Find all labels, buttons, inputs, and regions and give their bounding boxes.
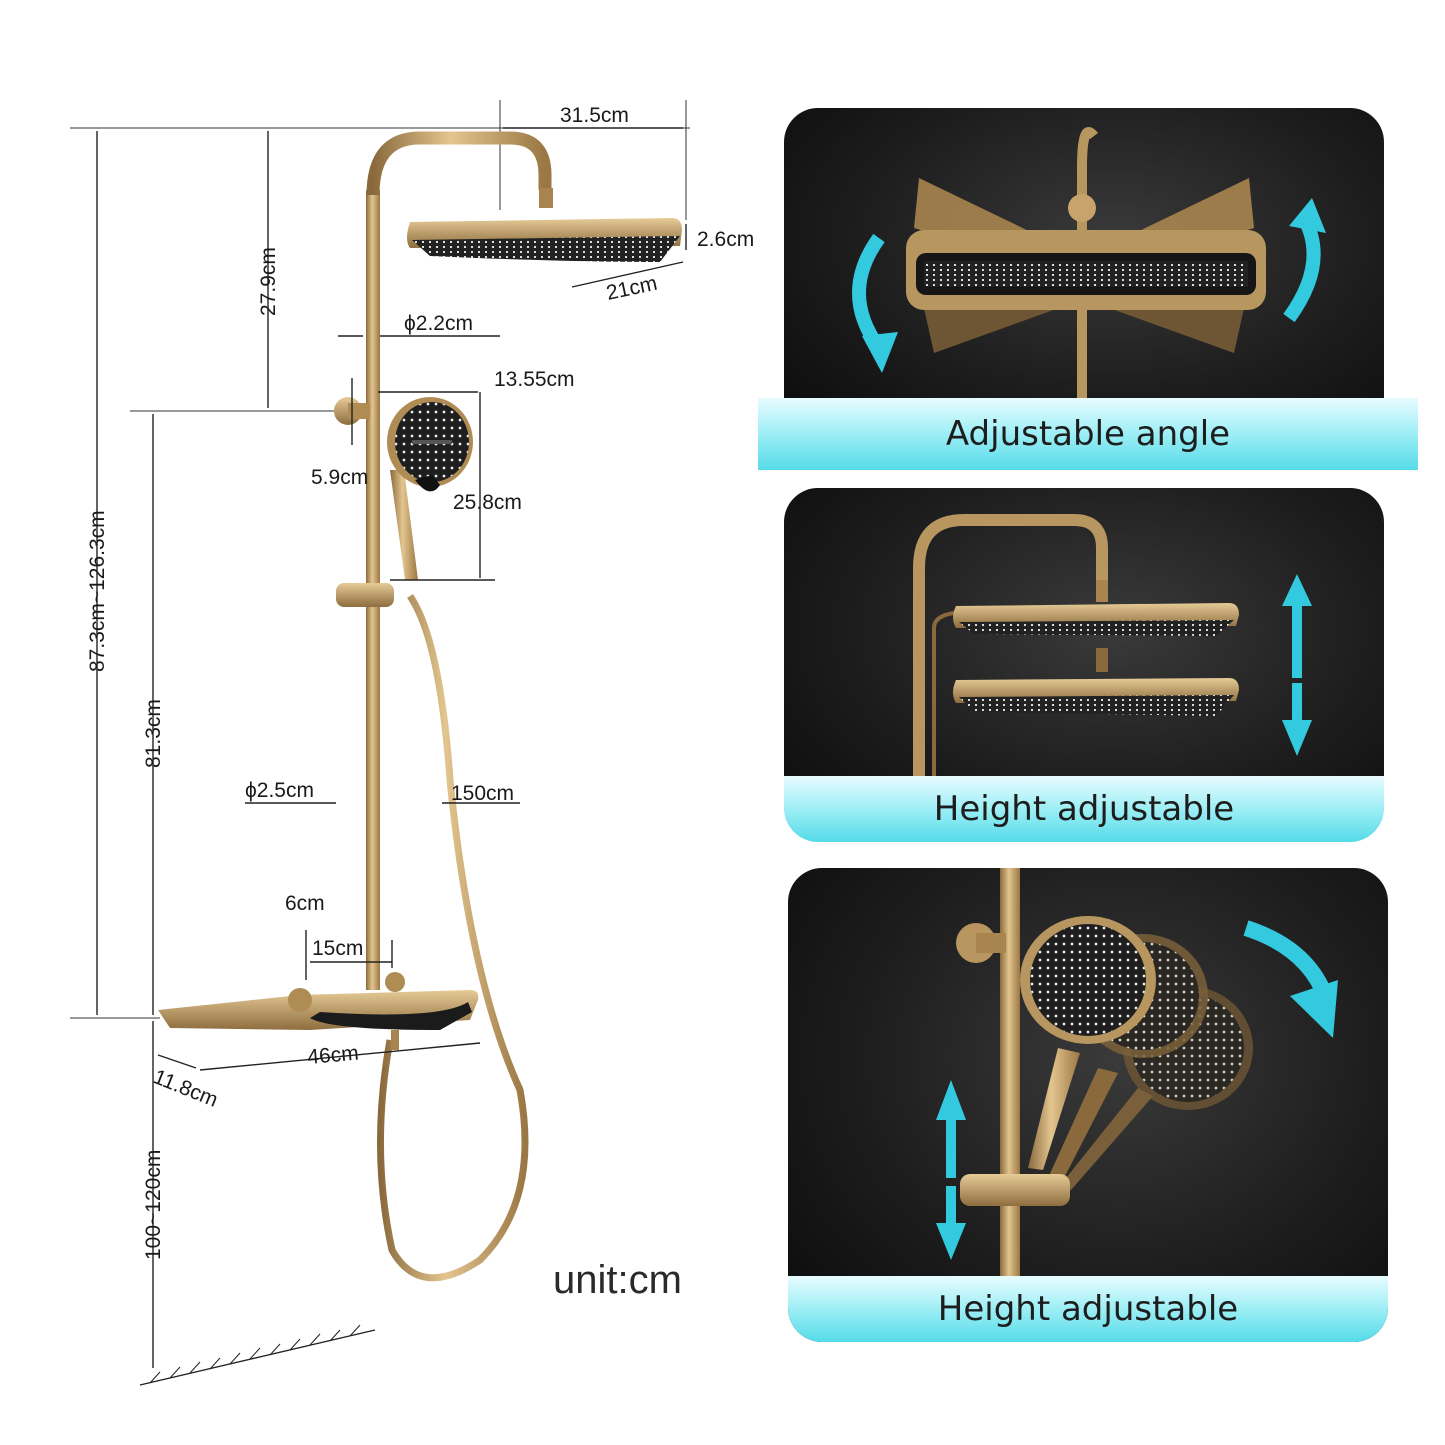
dim-inlet-spacing: 15cm bbox=[312, 937, 363, 960]
shower-system-drawing bbox=[158, 131, 682, 1282]
height-head-illustration bbox=[913, 514, 1312, 840]
feature-label-angle: Adjustable angle bbox=[945, 414, 1231, 454]
dim-slide-bar-height: 81.3cm bbox=[142, 699, 165, 768]
feature-label-height-head: Height adjustable bbox=[933, 789, 1235, 829]
dim-top-pipe-length: 27.9cm bbox=[257, 247, 280, 316]
feature-panel-height-hand bbox=[788, 868, 1388, 1342]
height-hand-illustration bbox=[936, 868, 1338, 1342]
feature-banner-height-head: Height adjustable bbox=[784, 776, 1384, 842]
unit-label: unit:cm bbox=[553, 1258, 682, 1302]
ground-hatch bbox=[149, 1324, 361, 1384]
dim-install-height: 100~120cm bbox=[142, 1150, 165, 1260]
dimension-labels: 31.5cm 2.6cm 21cm 27.9cm ϕ2.2cm 13.55cm … bbox=[86, 104, 754, 1302]
dimension-diagram: 31.5cm 2.6cm 21cm 27.9cm ϕ2.2cm 13.55cm … bbox=[70, 100, 754, 1386]
dim-top-pipe-diameter: ϕ2.2cm bbox=[404, 312, 473, 335]
dim-handshower-diameter: 13.55cm bbox=[494, 368, 575, 391]
feature-banner-angle: Adjustable angle bbox=[758, 398, 1418, 470]
dim-hose-length: 150cm bbox=[451, 782, 514, 805]
dimension-lines bbox=[96, 127, 687, 1386]
dim-shelf-thickness: 6cm bbox=[285, 892, 325, 915]
dim-head-width: 31.5cm bbox=[560, 104, 629, 127]
feature-label-height-hand: Height adjustable bbox=[937, 1289, 1239, 1329]
dim-shelf-depth: 11.8cm bbox=[150, 1065, 221, 1112]
dim-handshower-length: 25.8cm bbox=[453, 491, 522, 514]
feature-banner-height-hand: Height adjustable bbox=[788, 1276, 1388, 1342]
angle-illustration bbox=[852, 127, 1326, 438]
dim-main-pipe-diameter: ϕ2.5cm bbox=[245, 779, 314, 802]
dim-overall-height: 87.3cm~126.3cm bbox=[86, 510, 109, 672]
dim-shelf-width: 46cm bbox=[306, 1042, 359, 1069]
feature-panel-angle bbox=[784, 108, 1384, 438]
dim-wall-mount-offset: 5.9cm bbox=[311, 466, 368, 489]
dim-head-thickness: 2.6cm bbox=[697, 228, 754, 251]
dim-head-depth: 21cm bbox=[604, 272, 659, 305]
